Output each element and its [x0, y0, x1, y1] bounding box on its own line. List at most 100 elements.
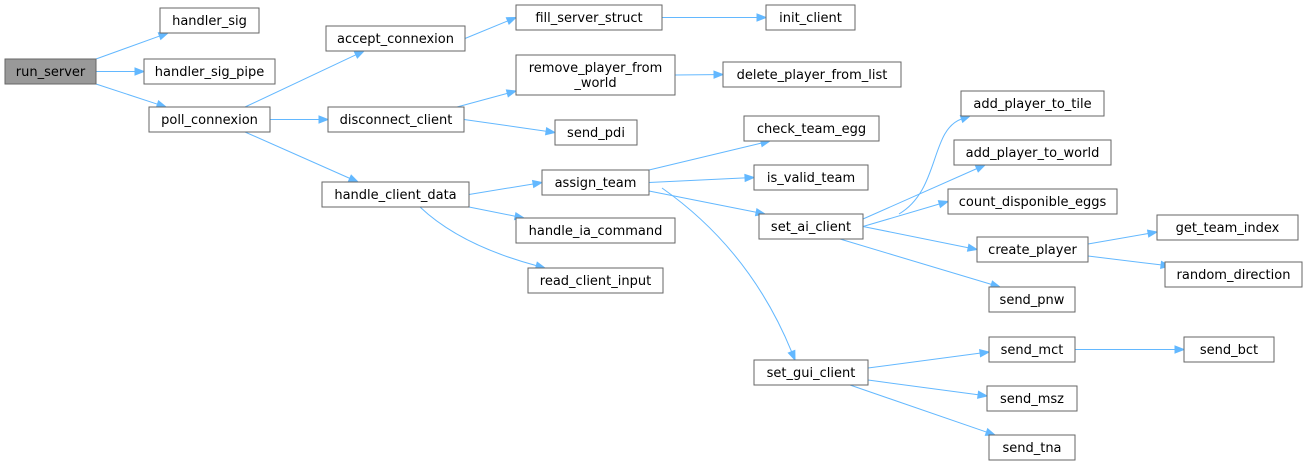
arrowhead — [134, 67, 146, 76]
arrowhead — [353, 50, 366, 59]
node-box — [527, 267, 664, 294]
arrowhead — [505, 16, 518, 26]
edge-set-ai-client-to-add-player-to-world — [862, 168, 977, 220]
node-box — [743, 115, 880, 142]
node-box — [321, 181, 470, 208]
node-box — [148, 106, 271, 133]
node-accept-connexion[interactable]: accept_connexion — [325, 25, 466, 52]
node-box — [765, 4, 856, 31]
node-send-mct[interactable]: send_mct — [988, 336, 1076, 363]
node-send-pnw[interactable]: send_pnw — [988, 286, 1076, 313]
node-send-msz[interactable]: send_msz — [986, 385, 1078, 412]
node-label: remove_player_from — [529, 61, 663, 76]
edge-run-server-to-poll-connexion — [95, 83, 158, 105]
node-label: send_pdi — [567, 126, 625, 141]
edge-set-gui-client-to-send-mct — [867, 352, 981, 369]
edge-poll-connexion-to-accept-connexion — [244, 54, 357, 108]
node-label: run_server — [16, 65, 86, 80]
node-handle-client-data[interactable]: handle_client_data — [321, 181, 470, 208]
node-send-bct[interactable]: send_bct — [1183, 336, 1275, 363]
node-label: handler_sig — [172, 14, 247, 29]
edge-assign-team-to-set-ai-client — [648, 190, 757, 213]
node-box — [325, 25, 466, 52]
node-count-disponible-eggs[interactable]: count_disponible_eggs — [947, 188, 1118, 215]
node-box — [4, 58, 97, 85]
node-check-team-egg[interactable]: check_team_egg — [743, 115, 880, 142]
node-label: _world — [573, 76, 616, 91]
edge-set-gui-client-to-send-tna — [849, 384, 987, 433]
node-box — [947, 188, 1118, 215]
node-label: fill_server_struct — [535, 11, 642, 26]
node-send-pdi[interactable]: send_pdi — [554, 119, 638, 146]
node-label: handle_client_data — [334, 188, 456, 203]
arrowhead — [984, 427, 997, 436]
node-box — [758, 213, 864, 240]
node-label: init_client — [779, 11, 842, 26]
edge-set-ai-client-to-send-pnw — [839, 238, 992, 285]
node-create-player[interactable]: create_player — [976, 236, 1089, 263]
edge-handle-client-data-to-handle-ia-command — [468, 206, 516, 217]
node-set-ai-client[interactable]: set_ai_client — [758, 213, 864, 240]
node-send-tna[interactable]: send_tna — [988, 434, 1076, 461]
node-init-client[interactable]: init_client — [765, 4, 856, 31]
node-box — [988, 286, 1076, 313]
edge-create-player-to-get-team-index — [1087, 233, 1149, 245]
node-layer: run_server handler_sig handler_sig_pipepol… — [4, 4, 1303, 461]
node-is-valid-team[interactable]: is_valid_team — [753, 164, 869, 191]
node-random-direction[interactable]: random_direction — [1164, 261, 1303, 288]
node-get-team-index[interactable]: get_team_index — [1156, 214, 1299, 241]
edge-assign-team-to-set-gui-client — [661, 187, 793, 352]
node-label: add_player_to_tile — [973, 97, 1091, 112]
node-label: delete_player_from_list — [737, 68, 888, 83]
node-delete-player-from-list[interactable]: delete_player_from_list — [722, 61, 902, 88]
arrowhead — [531, 179, 544, 189]
node-box — [988, 434, 1076, 461]
node-label: random_direction — [1177, 268, 1291, 283]
node-label: handler_sig_pipe — [155, 65, 264, 80]
arrowhead — [744, 173, 756, 183]
node-run-server[interactable]: run_server — [4, 58, 97, 85]
node-box — [515, 217, 676, 244]
arrowhead — [979, 349, 991, 358]
edge-poll-connexion-to-handle-client-data — [244, 131, 350, 179]
node-disconnect-client[interactable]: disconnect_client — [327, 106, 465, 133]
arrowhead — [974, 164, 987, 173]
node-box — [1156, 214, 1299, 241]
node-add-player-to-tile[interactable]: add_player_to_tile — [960, 90, 1105, 117]
arrowhead — [505, 89, 518, 98]
node-label: read_client_input — [540, 274, 651, 289]
node-handler-sig[interactable]: handler_sig — [159, 7, 260, 34]
node-label: is_valid_team — [767, 171, 855, 186]
node-fill-server-struct[interactable]: fill_server_struct — [515, 4, 663, 31]
arrowhead — [787, 349, 796, 362]
node-handler-sig-pipe[interactable]: handler_sig_pipe — [143, 58, 276, 85]
node-label: send_tna — [1002, 441, 1061, 456]
node-handle-ia-command[interactable]: handle_ia_command — [515, 217, 676, 244]
arrowhead — [756, 13, 768, 22]
edge-assign-team-to-check-team-egg — [648, 142, 762, 171]
node-read-client-input[interactable]: read_client_input — [527, 267, 664, 294]
edge-run-server-to-handler-sig — [95, 35, 160, 60]
node-label: handle_ia_command — [529, 224, 663, 239]
arrowhead — [347, 174, 360, 183]
arrowhead — [937, 200, 950, 209]
node-remove-player-from-world[interactable]: remove_player_from_world — [515, 54, 676, 96]
node-label: send_msz — [1000, 392, 1064, 407]
node-box — [515, 54, 676, 96]
arrowhead — [1146, 229, 1159, 238]
node-poll-connexion[interactable]: poll_connexion — [148, 106, 271, 133]
edge-disconnect-client-to-remove-player-from-world — [456, 92, 508, 108]
edge-layer — [95, 13, 1186, 436]
node-box — [986, 385, 1078, 412]
node-label: send_mct — [1001, 343, 1064, 358]
node-label: disconnect_client — [340, 113, 453, 128]
node-set-gui-client[interactable]: set_gui_client — [753, 359, 869, 386]
node-box — [1183, 336, 1275, 363]
node-box — [753, 359, 869, 386]
node-label: send_bct — [1200, 343, 1258, 358]
node-assign-team[interactable]: assign_team — [541, 169, 650, 196]
arrowhead — [959, 115, 972, 124]
node-add-player-to-world[interactable]: add_player_to_world — [953, 139, 1112, 166]
node-box — [327, 106, 465, 133]
